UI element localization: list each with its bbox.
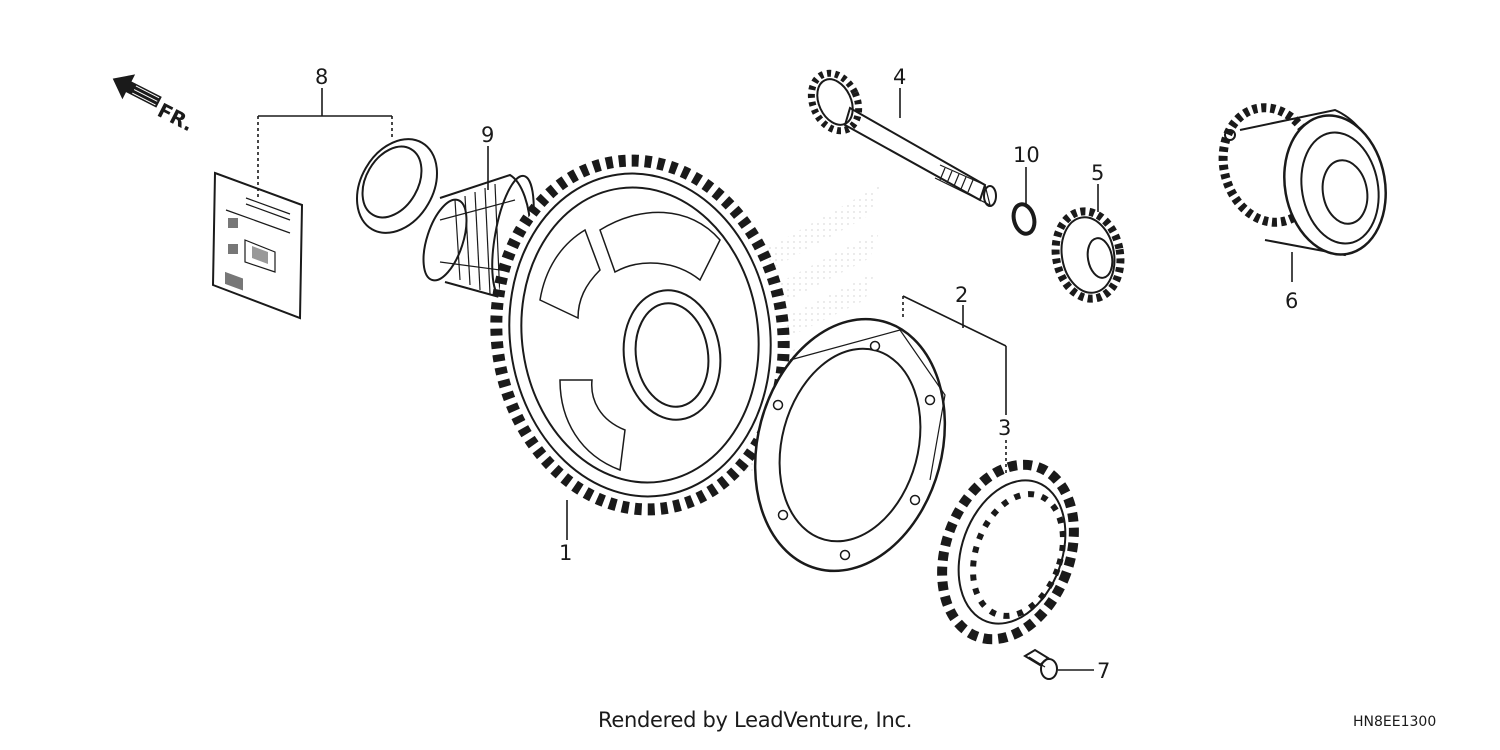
callout-10: 10	[1013, 143, 1040, 167]
callout-numbers: 1 2 3 4 5 6 7 8 9 10	[315, 65, 1298, 683]
part-5-idle-gear	[1051, 207, 1125, 303]
callout-6: 6	[1285, 289, 1298, 313]
callout-3: 3	[998, 416, 1011, 440]
diagram-code: HN8EE1300	[1353, 714, 1437, 730]
part-6-clutch-outer	[1218, 103, 1387, 257]
part-2-one-way-clutch-outer	[753, 317, 947, 573]
part-10-circlip	[1011, 202, 1037, 236]
part-1-starter-driven-gear	[490, 154, 790, 516]
part-8-instruction-card	[211, 171, 304, 320]
callout-1: 1	[559, 541, 572, 565]
part-7-bolt	[1023, 648, 1058, 680]
front-direction-label: FR.	[154, 98, 198, 136]
part-3-sprag-clutch	[937, 459, 1079, 645]
part-8-washer	[356, 138, 438, 234]
callout-2: 2	[955, 283, 968, 307]
front-direction-arrow: FR.	[112, 74, 198, 136]
render-credit: Rendered by LeadVenture, Inc.	[598, 708, 913, 732]
callout-7: 7	[1097, 659, 1110, 683]
part-4-idle-shaft	[807, 69, 997, 207]
callout-8: 8	[315, 65, 328, 89]
callout-5: 5	[1091, 161, 1104, 185]
callout-4: 4	[893, 65, 906, 89]
leader-lines	[257, 88, 1293, 671]
callout-9: 9	[481, 123, 494, 147]
